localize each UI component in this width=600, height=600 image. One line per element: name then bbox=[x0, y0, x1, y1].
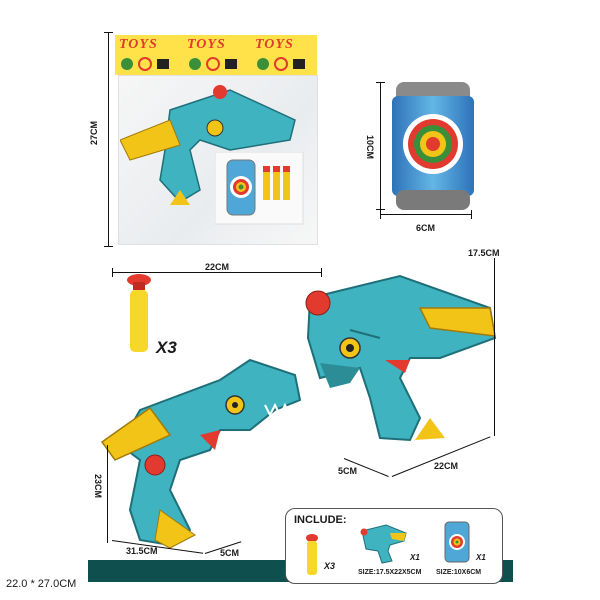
include-box: INCLUDE: X3 X1 SIZE:17.5X22X5CM X1 SIZE:… bbox=[285, 508, 503, 584]
package-width-line bbox=[112, 272, 322, 273]
gun-depth-label: 5CM bbox=[338, 466, 358, 476]
package-header-text: TOYS bbox=[187, 37, 226, 52]
package-header-text: TOYS bbox=[255, 37, 294, 52]
package-header-strip: TOYS TOYS TOYS bbox=[115, 35, 317, 75]
package-can-darts bbox=[215, 152, 304, 225]
package-header-text: TOYS bbox=[119, 37, 158, 52]
warning-icons-row bbox=[121, 57, 305, 71]
include-can-icon bbox=[444, 521, 470, 563]
gun-height-label: 17.5CM bbox=[468, 248, 500, 258]
include-gun-size: SIZE:17.5X22X5CM bbox=[358, 569, 422, 576]
tick bbox=[380, 210, 381, 219]
dino-gun-image bbox=[100, 358, 302, 549]
tick bbox=[376, 209, 385, 210]
include-dart-icon bbox=[306, 534, 318, 575]
include-dart-qty: X3 bbox=[324, 561, 336, 571]
tick bbox=[321, 268, 322, 277]
include-can-size: SIZE:10X6CM bbox=[436, 569, 482, 576]
package-gun-illustration bbox=[120, 85, 296, 205]
package-height-label: 27CM bbox=[89, 120, 100, 146]
dino-height-label: 23CM bbox=[93, 473, 104, 499]
include-can-qty: X1 bbox=[476, 553, 486, 562]
dart-image bbox=[127, 274, 151, 352]
include-gun-icon bbox=[360, 524, 407, 564]
tick bbox=[471, 210, 472, 219]
package-height-line bbox=[108, 32, 109, 247]
can-height-label: 10CM bbox=[365, 134, 376, 160]
can-width-line bbox=[380, 214, 472, 215]
target-can-image bbox=[392, 82, 474, 210]
dino-depth-label: 5CM bbox=[220, 548, 240, 558]
include-title: INCLUDE: bbox=[294, 514, 347, 526]
tick bbox=[104, 32, 113, 33]
dino-length-label: 31.5CM bbox=[126, 546, 158, 556]
dino-height-line bbox=[107, 445, 108, 543]
assembled-gun-image bbox=[305, 274, 497, 442]
tick bbox=[104, 246, 113, 247]
can-height-line bbox=[380, 82, 381, 210]
include-gun-qty: X1 bbox=[410, 553, 420, 562]
gun-height-line bbox=[494, 258, 495, 436]
tick bbox=[376, 82, 385, 83]
tick bbox=[112, 268, 113, 277]
can-width-label: 6CM bbox=[416, 223, 436, 233]
package-size-label: 22.0 * 27.0CM bbox=[6, 578, 77, 590]
dart-count-label: X3 bbox=[156, 338, 177, 357]
package-width-label: 22CM bbox=[205, 262, 230, 272]
gun-length-label: 22CM bbox=[434, 461, 459, 471]
